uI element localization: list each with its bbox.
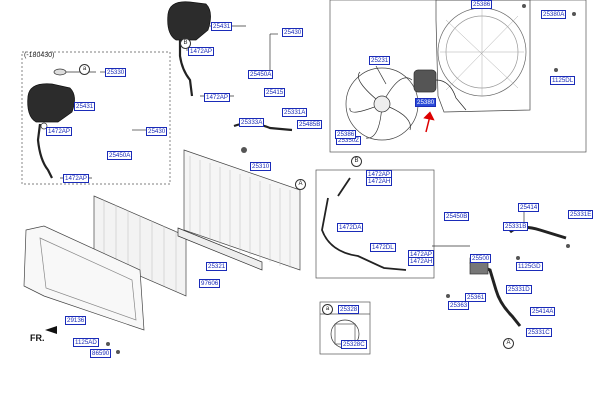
part-label-25414[interactable]: 25414	[518, 203, 540, 212]
callout-b-small: B	[180, 38, 191, 49]
part-label-1472da[interactable]: 1472DA	[337, 223, 364, 232]
part-label-1472ap-2[interactable]: 1472AP	[204, 93, 231, 102]
part-label-25431[interactable]: 25431	[211, 22, 233, 31]
part-label-25331c[interactable]: 25331C	[526, 328, 552, 337]
part-label-25500[interactable]: 25500	[470, 254, 492, 263]
cap-box-key: a	[322, 304, 333, 315]
part-label-1125dl[interactable]: 1125DL	[550, 76, 576, 85]
part-label-25414a[interactable]: 25414A	[530, 307, 556, 316]
part-label-25380-highlighted[interactable]: 25380	[415, 98, 437, 107]
part-label-25328c[interactable]: 25328C	[341, 340, 367, 349]
part-label-25328[interactable]: 25328	[338, 305, 360, 314]
callout-a-bottom: A	[503, 338, 514, 349]
part-label-97606[interactable]: 97606	[199, 279, 221, 288]
part-label-1472ap-left[interactable]: 1472AP	[46, 127, 73, 136]
part-label-25450b[interactable]: 25450B	[444, 212, 470, 221]
part-label-1472ah-c[interactable]: 1472AH	[408, 257, 435, 266]
part-label-25330[interactable]: 25330	[105, 68, 127, 77]
part-label-25331d[interactable]: 25331D	[506, 285, 532, 294]
part-label-1472ah-b[interactable]: 1472AH	[366, 177, 393, 186]
part-label-29136[interactable]: 29136	[65, 316, 87, 325]
part-label-25430[interactable]: 25430	[282, 28, 304, 37]
part-label-1125ad[interactable]: 1125AD	[73, 338, 99, 347]
part-label-25331e[interactable]: 25331E	[568, 210, 594, 219]
part-label-25333a[interactable]: 25333A	[239, 118, 265, 127]
part-label-25363[interactable]: 25363	[448, 301, 470, 310]
callout-b-circle: B	[351, 156, 362, 167]
part-label-25310[interactable]: 25310	[250, 162, 272, 171]
part-label-1125gd[interactable]: 1125GD	[516, 262, 543, 271]
part-label-1472dl[interactable]: 1472DL	[370, 243, 396, 252]
part-label-25450a-left[interactable]: 25450A	[107, 151, 133, 160]
part-label-1472ap[interactable]: 1472AP	[188, 47, 215, 56]
part-label-25450a[interactable]: 25450A	[248, 70, 274, 79]
part-label-25431-left[interactable]: 25431	[74, 102, 96, 111]
part-label-25231[interactable]: 25231	[369, 56, 391, 65]
part-label-25380a[interactable]: 25380A	[541, 10, 567, 19]
front-arrow-icon	[45, 326, 57, 334]
callout-a-small: a	[79, 64, 90, 75]
part-label-25430-left[interactable]: 25430	[146, 127, 168, 136]
part-label-25386-b[interactable]: 25386	[335, 130, 357, 139]
front-direction-label: FR.	[30, 333, 45, 343]
callout-a-circle: A	[295, 179, 306, 190]
part-label-25331a[interactable]: 25331A	[282, 108, 308, 117]
part-label-25331b[interactable]: 25331B	[503, 222, 529, 231]
part-label-25321[interactable]: 25321	[206, 262, 228, 271]
variant-note: (-180430)	[24, 52, 55, 59]
part-label-25361[interactable]: 25361	[465, 293, 487, 302]
part-label-86590[interactable]: 86590	[90, 349, 112, 358]
part-label-25485b[interactable]: 25485B	[297, 120, 323, 129]
part-label-25386[interactable]: 25386	[471, 0, 493, 9]
part-label-25415[interactable]: 25415	[264, 88, 286, 97]
part-label-1472ap-left-2[interactable]: 1472AP	[63, 174, 90, 183]
